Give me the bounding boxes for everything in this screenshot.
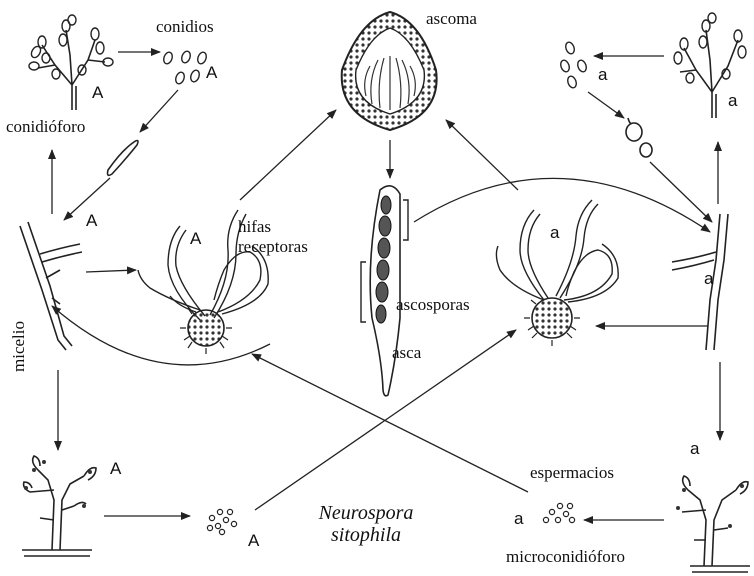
conidia-A-drawing	[162, 50, 208, 85]
label-receptoras: receptoras	[238, 238, 308, 255]
arrow-conidia-a-to-germination	[588, 92, 624, 118]
label-asca: asca	[392, 344, 421, 361]
arrow-conidia-to-germination	[140, 90, 178, 132]
mating-type-a-microconidiophore: a	[690, 440, 699, 457]
mycelium-a-drawing	[672, 214, 728, 350]
mating-type-A-microconidiophore: A	[110, 460, 121, 477]
label-micelio: micelio	[10, 321, 27, 372]
arrow-mycelium-to-protoperithecium	[86, 270, 136, 272]
arrow-ascospores-to-mycelium-a	[414, 178, 710, 232]
arrow-germination-a-to-mycelium	[650, 162, 712, 222]
mycelium-A-drawing	[20, 222, 82, 350]
arrow-ascospores-to-mycelium-A	[52, 306, 270, 365]
arrow-right-to-ascoma	[446, 120, 518, 190]
mating-type-A-conidia: A	[206, 64, 217, 81]
mating-type-a-conidiophore: a	[728, 92, 737, 109]
label-ascosporas: ascosporas	[396, 296, 470, 313]
mating-type-A-conidiophore: A	[92, 84, 103, 101]
germinating-conidium-A	[108, 141, 139, 176]
mating-type-a-mycelium: a	[704, 270, 713, 287]
label-hifas: hifas	[238, 218, 271, 235]
mating-type-a-protoperithecium: a	[550, 224, 559, 241]
protoperithecium-a-drawing	[496, 200, 618, 346]
mating-type-A-spermatia: A	[248, 532, 259, 549]
mating-type-A-mycelium: A	[86, 212, 97, 229]
microconidiophore-A-drawing	[22, 456, 96, 556]
arrow-protoperithecium-to-ascoma	[240, 110, 336, 200]
ascus-drawing	[361, 186, 408, 396]
species-name: Neurospora sitophila	[296, 502, 436, 546]
label-espermacios: espermacios	[530, 464, 614, 481]
mating-type-a-conidia: a	[598, 66, 607, 83]
spermatia-A-drawing	[207, 509, 236, 534]
species-genus: Neurospora	[296, 502, 436, 524]
species-epithet: sitophila	[296, 524, 436, 546]
germinating-conidium-a	[626, 118, 652, 157]
conidia-a-drawing	[559, 41, 588, 89]
spermatia-a-drawing	[543, 503, 574, 522]
label-conidioforo: conidióforo	[6, 118, 85, 135]
mating-type-a-spermatia: a	[514, 510, 523, 527]
label-conidios: conidios	[156, 18, 214, 35]
ascoma-drawing	[342, 12, 437, 130]
label-microconidioforo: microconidióforo	[506, 548, 625, 565]
label-ascoma: ascoma	[426, 10, 477, 27]
mating-type-A-protoperithecium: A	[190, 230, 201, 247]
microconidiophore-a-drawing	[676, 476, 750, 572]
